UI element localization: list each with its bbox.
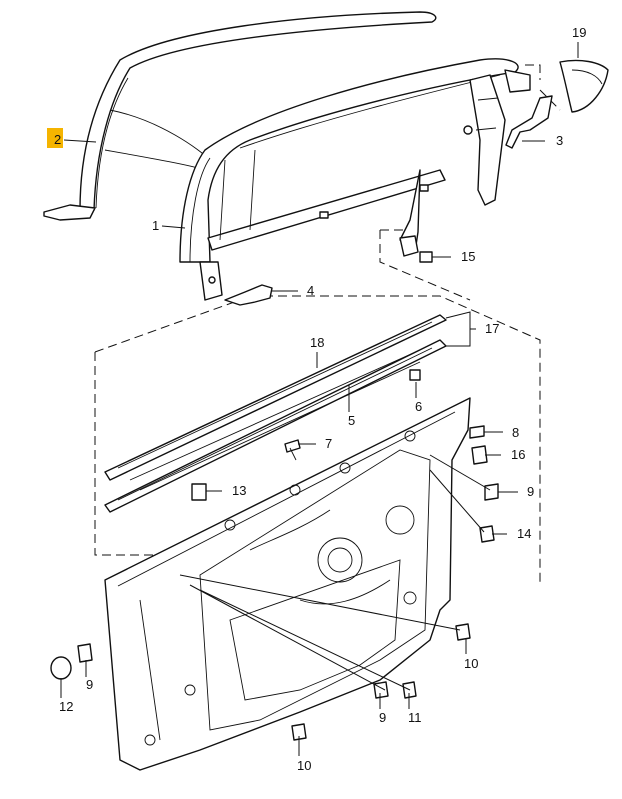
- callout-label-c9b: 9: [86, 677, 93, 692]
- callout-label-c12: 12: [59, 699, 73, 714]
- callout-label-c3: 3: [556, 133, 563, 148]
- callout-label-c10b: 10: [297, 758, 311, 773]
- callout-label-c4: 4: [307, 283, 314, 298]
- callout-label-c6: 6: [415, 399, 422, 414]
- callout-label-c9c: 9: [379, 710, 386, 725]
- part-1-window-glass: [179, 58, 519, 301]
- callout-highlight-box: [47, 128, 63, 148]
- callout-label-c7: 7: [325, 436, 332, 451]
- part-19-cap: [559, 59, 609, 113]
- callout-label-c19: 19: [572, 25, 586, 40]
- part-3-bracket: [505, 95, 553, 149]
- callout-label-c2: 2: [54, 132, 61, 147]
- fasteners: [50, 369, 499, 741]
- callout-label-c13: 13: [232, 483, 246, 498]
- callout-label-c9a: 9: [527, 484, 534, 499]
- callout-label-c10a: 10: [464, 656, 478, 671]
- callout-label-c11: 11: [408, 710, 422, 725]
- door-inner-panel: [104, 397, 491, 771]
- part-4-bracket: [224, 284, 273, 306]
- callout-label-c8: 8: [512, 425, 519, 440]
- callout-label-c15: 15: [461, 249, 475, 264]
- regulator-rail: [399, 69, 531, 253]
- part-18-5-inner-seals: [129, 349, 421, 491]
- callout-label-c17: 17: [485, 321, 499, 336]
- callout-label-c5: 5: [348, 413, 355, 428]
- part-17-seal-strips: [104, 311, 471, 513]
- callout-label-c16: 16: [511, 447, 525, 462]
- callout-label-c14: 14: [517, 526, 531, 541]
- callout-leader-c2: [63, 139, 97, 143]
- callout-leader-c1: [161, 225, 186, 229]
- callout-label-c1: 1: [152, 218, 159, 233]
- part-15-screw: [399, 235, 433, 263]
- part-2-window-frame: [43, 11, 437, 221]
- callout-label-c18: 18: [310, 335, 324, 350]
